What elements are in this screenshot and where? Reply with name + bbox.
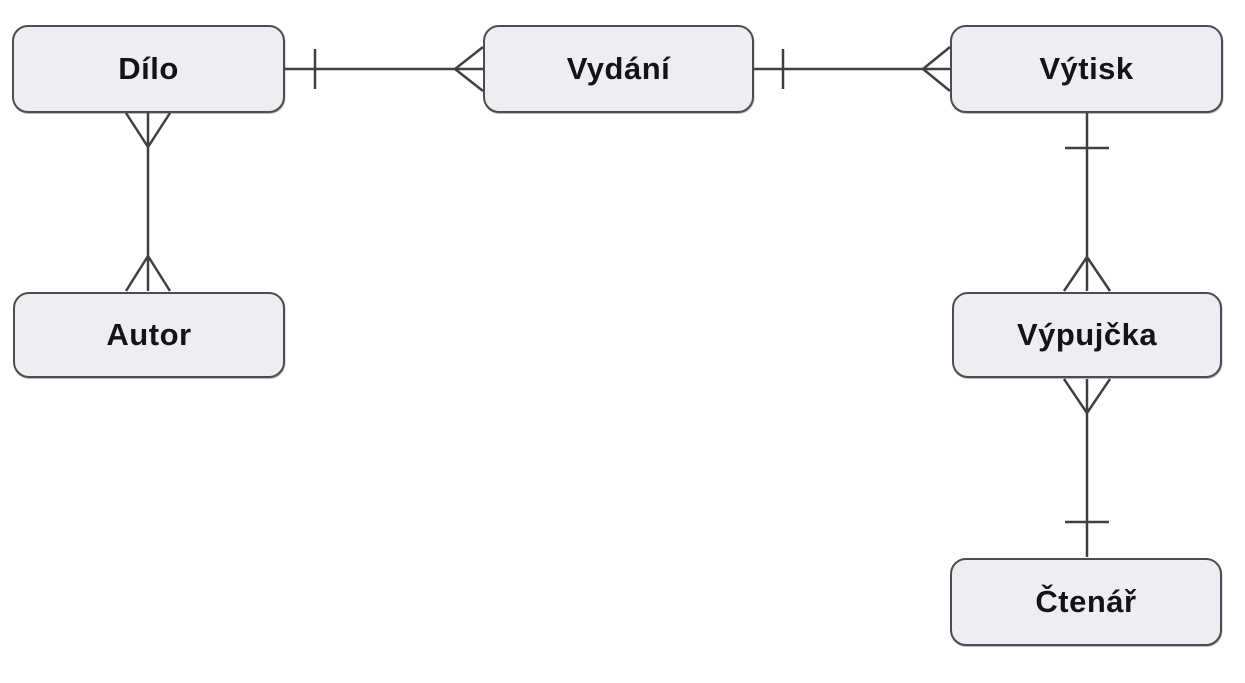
crows-foot-many-icon xyxy=(922,46,951,92)
crows-foot-many-icon xyxy=(454,46,484,92)
relationship-vydani-vytisk xyxy=(753,46,951,92)
relationship-dilo-autor xyxy=(124,112,172,292)
entity-label: Výtisk xyxy=(1039,51,1134,86)
entity-label: Čtenář xyxy=(1035,584,1137,619)
relationship-vytisk-vypujcka xyxy=(1062,113,1112,292)
entity-vypujcka: Výpujčka xyxy=(952,292,1222,378)
crows-foot-many-icon xyxy=(1062,256,1112,292)
entity-label: Vydání xyxy=(566,51,671,86)
entity-dilo: Dílo xyxy=(12,25,285,113)
entity-autor: Autor xyxy=(13,292,285,378)
crows-foot-many-icon xyxy=(1062,378,1112,414)
crows-foot-many-icon xyxy=(124,112,172,148)
entity-label: Autor xyxy=(106,317,192,352)
relationship-dilo-vydani xyxy=(285,46,484,92)
entity-label: Dílo xyxy=(118,51,179,86)
entity-ctenar: Čtenář xyxy=(950,558,1222,646)
entity-vydani: Vydání xyxy=(483,25,754,113)
crows-foot-many-icon xyxy=(124,255,172,292)
relationship-vypujcka-ctenar xyxy=(1062,378,1112,557)
entity-vytisk: Výtisk xyxy=(950,25,1223,113)
entity-label: Výpujčka xyxy=(1016,317,1158,352)
